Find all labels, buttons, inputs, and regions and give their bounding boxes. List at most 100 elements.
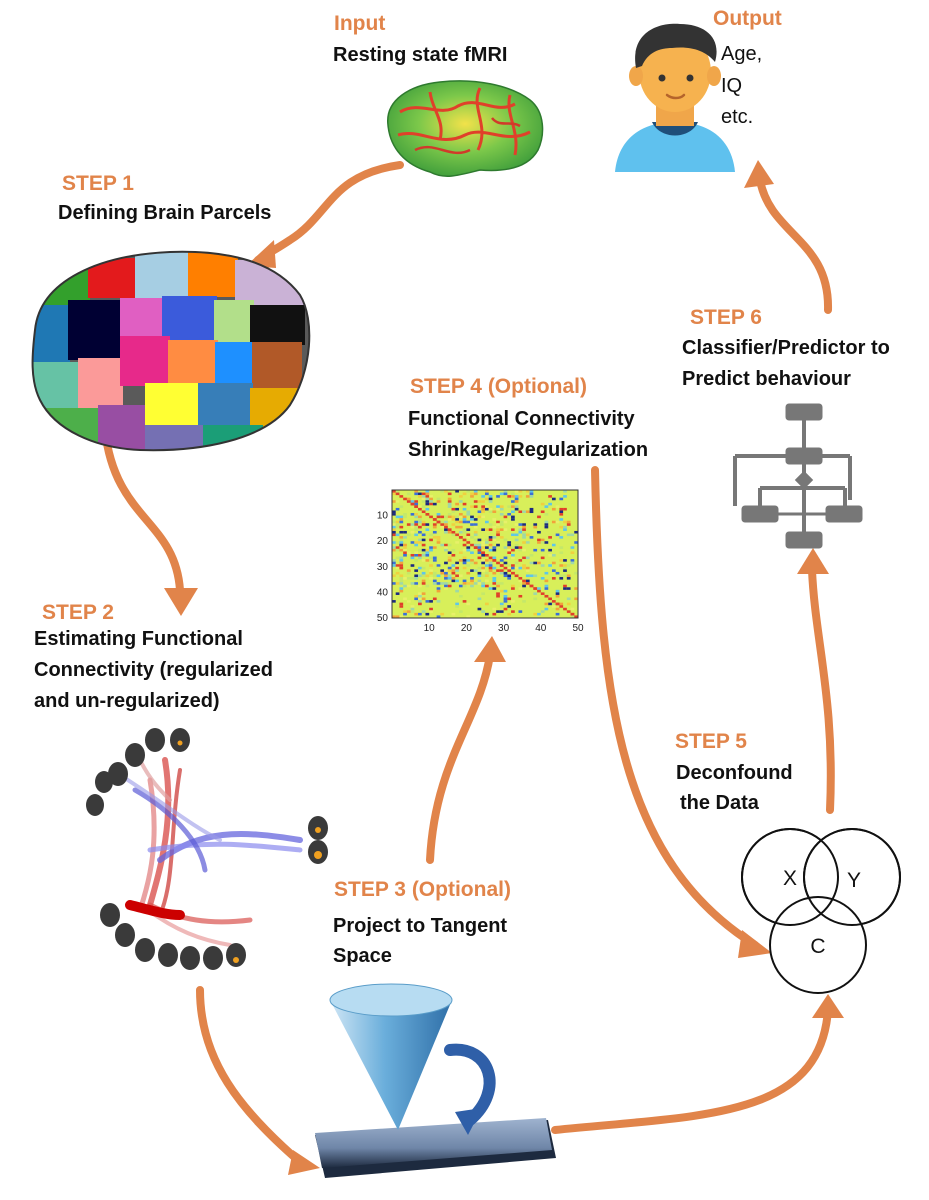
matrix-cell [488, 543, 493, 547]
matrix-cell [488, 569, 493, 572]
matrix-cell [447, 582, 452, 585]
matrix-diagonal-cell [574, 615, 578, 618]
matrix-cell [432, 574, 437, 578]
matrix-cell [473, 500, 478, 503]
matrix-cell [511, 556, 515, 560]
matrix-cell [447, 543, 452, 547]
matrix-x-tick-label: 10 [424, 623, 436, 634]
matrix-cell [395, 520, 400, 524]
matrix-cell [570, 607, 575, 611]
arrow-head-output [744, 160, 774, 188]
matrix-cell [574, 597, 578, 601]
matrix-cell [485, 584, 489, 588]
matrix-cell [421, 551, 426, 554]
matrix-cell [485, 538, 489, 542]
matrix-cell [395, 546, 400, 549]
matrix-cell [432, 541, 437, 544]
step3-line-2: Space [333, 945, 392, 967]
matrix-cell [395, 533, 400, 537]
matrix-diagonal-cell [481, 551, 485, 554]
matrix-cell [421, 579, 426, 583]
matrix-cell [447, 492, 452, 496]
matrix-cell [499, 507, 504, 511]
matrix-cell [499, 569, 504, 572]
matrix-cell [477, 546, 482, 549]
matrix-cell [548, 510, 552, 514]
matrix-cell [462, 561, 467, 565]
matrix-cell [447, 559, 452, 562]
matrix-cell [444, 543, 448, 547]
matrix-cell [559, 510, 564, 514]
matrix-cell [392, 600, 396, 603]
matrix-cell [470, 551, 474, 554]
matrix-cell [429, 495, 433, 498]
matrix-cell [518, 513, 523, 516]
matrix-cell [455, 546, 459, 549]
matrix-cell [477, 579, 482, 583]
matrix-cell [525, 495, 530, 498]
matrix-cell [418, 592, 422, 595]
brain-surface-icon [387, 80, 544, 177]
matrix-cell [533, 520, 538, 524]
matrix-cell [403, 546, 407, 549]
matrix-cell [418, 505, 422, 508]
matrix-cell [492, 587, 497, 590]
matrix-diagonal-cell [499, 564, 504, 567]
matrix-cell [421, 500, 426, 503]
matrix-cell [518, 566, 523, 570]
matrix-cell [525, 556, 530, 560]
matrix-diagonal-cell [485, 554, 489, 557]
matrix-cell [518, 523, 523, 526]
matrix-cell [395, 515, 400, 519]
matrix-cell [522, 510, 526, 514]
matrix-y-tick-label: 20 [377, 536, 389, 547]
matrix-cell [488, 497, 493, 501]
matrix-cell [566, 564, 571, 567]
matrix-cell [403, 543, 407, 547]
matrix-cell [496, 505, 500, 508]
matrix-diagonal-cell [540, 592, 545, 595]
matrix-cell [473, 505, 478, 508]
matrix-cell [470, 582, 474, 585]
matrix-cell [525, 543, 530, 547]
matrix-cell [406, 600, 411, 603]
matrix-cell [551, 520, 556, 524]
matrix-cell [574, 530, 578, 534]
matrix-cell [462, 502, 467, 506]
matrix-cell [485, 507, 489, 511]
matrix-cell [522, 533, 526, 537]
matrix-cell [392, 528, 396, 531]
matrix-cell [399, 589, 404, 593]
tangent-cone-icon [315, 983, 556, 1178]
matrix-cell [503, 556, 508, 560]
matrix-cell [432, 556, 437, 560]
matrix-cell [529, 536, 534, 539]
matrix-cell [551, 577, 556, 580]
matrix-cell [440, 490, 445, 493]
matrix-cell [421, 574, 426, 578]
matrix-cell [418, 515, 422, 519]
matrix-diagonal-cell [458, 536, 463, 539]
matrix-cell [425, 559, 430, 562]
matrix-cell [481, 546, 485, 549]
matrix-cell [418, 602, 422, 606]
matrix-cell [429, 564, 433, 567]
matrix-cell [395, 541, 400, 544]
matrix-cell [414, 528, 419, 531]
matrix-cell [392, 523, 396, 526]
matrix-cell [462, 556, 467, 560]
matrix-cell [458, 610, 463, 613]
matrix-cell [499, 589, 504, 593]
matrix-cell [518, 587, 523, 590]
matrix-cell [514, 528, 519, 531]
matrix-cell [410, 577, 415, 580]
matrix-cell [492, 571, 497, 575]
arrow-step1-to-step2 [101, 426, 184, 594]
matrix-cell [399, 561, 404, 565]
matrix-cell [481, 579, 485, 583]
matrix-cell [518, 528, 523, 531]
matrix-cell [566, 523, 571, 526]
matrix-cell [574, 571, 578, 575]
matrix-cell [511, 536, 515, 539]
matrix-cell [540, 577, 545, 580]
